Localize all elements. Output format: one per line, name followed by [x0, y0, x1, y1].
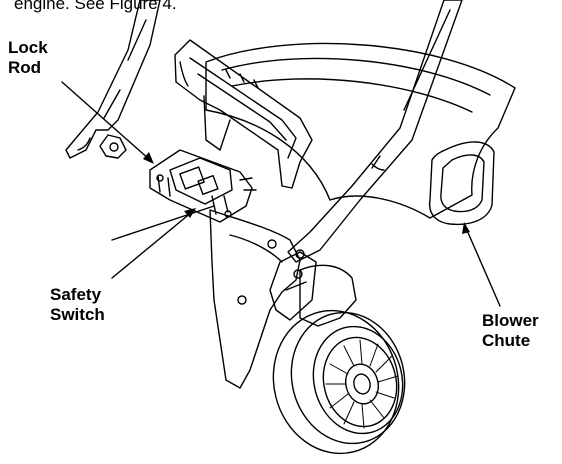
label-safety-switch-line2: Switch: [50, 305, 105, 324]
label-blower-chute: Blower Chute: [482, 311, 539, 351]
leader-safety-switch: [111, 211, 193, 279]
lock-rod-bracket: [99, 134, 127, 159]
chute-outlet: [428, 141, 495, 226]
left-handle: [65, 0, 161, 159]
rear-wheel: [272, 309, 406, 455]
label-safety-switch: Safety Switch: [50, 285, 105, 325]
label-safety-switch-line1: Safety: [50, 285, 102, 304]
pivot-bracket: [269, 251, 317, 321]
lock-rod: [111, 205, 215, 241]
caption-text: engine. See Figure 4.: [14, 0, 177, 13]
blower-chute: [205, 42, 516, 219]
wheel-support: [299, 264, 357, 327]
right-handle: [287, 0, 463, 263]
label-lock-rod-line2: Rod: [8, 58, 42, 77]
safety-switch-assembly: [149, 149, 253, 223]
label-lock-rod: Lock Rod: [8, 38, 48, 78]
arrowhead-lock-rod: [143, 152, 154, 164]
label-blower-chute-line1: Blower: [482, 311, 539, 330]
label-lock-rod-line1: Lock: [8, 38, 48, 57]
leader-lock-rod: [61, 81, 151, 161]
rear-handle-hood: [174, 39, 313, 189]
mower-deck: [209, 209, 301, 389]
arrowhead-blower-chute: [462, 222, 470, 234]
label-blower-chute-line2: Chute: [482, 331, 531, 350]
arrowhead-safety-switch: [184, 208, 196, 218]
leader-blower-chute: [465, 227, 501, 307]
